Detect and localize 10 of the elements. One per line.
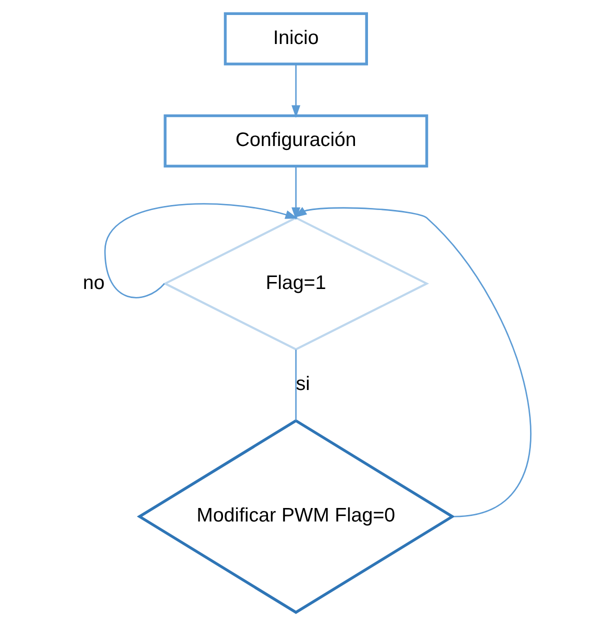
node-diamond: Modificar PWM Flag=0: [136, 419, 454, 614]
arrow: [104, 203, 298, 298]
arrow: [294, 207, 531, 518]
connector: [294, 350, 296, 420]
node-diamond: Flag=1: [162, 216, 429, 351]
edge-label: no: [82, 272, 104, 294]
node-box: Configuración: [163, 114, 428, 168]
edge-label: si: [295, 373, 310, 396]
node-box: Inicio: [223, 12, 368, 66]
arrow: [291, 64, 300, 118]
